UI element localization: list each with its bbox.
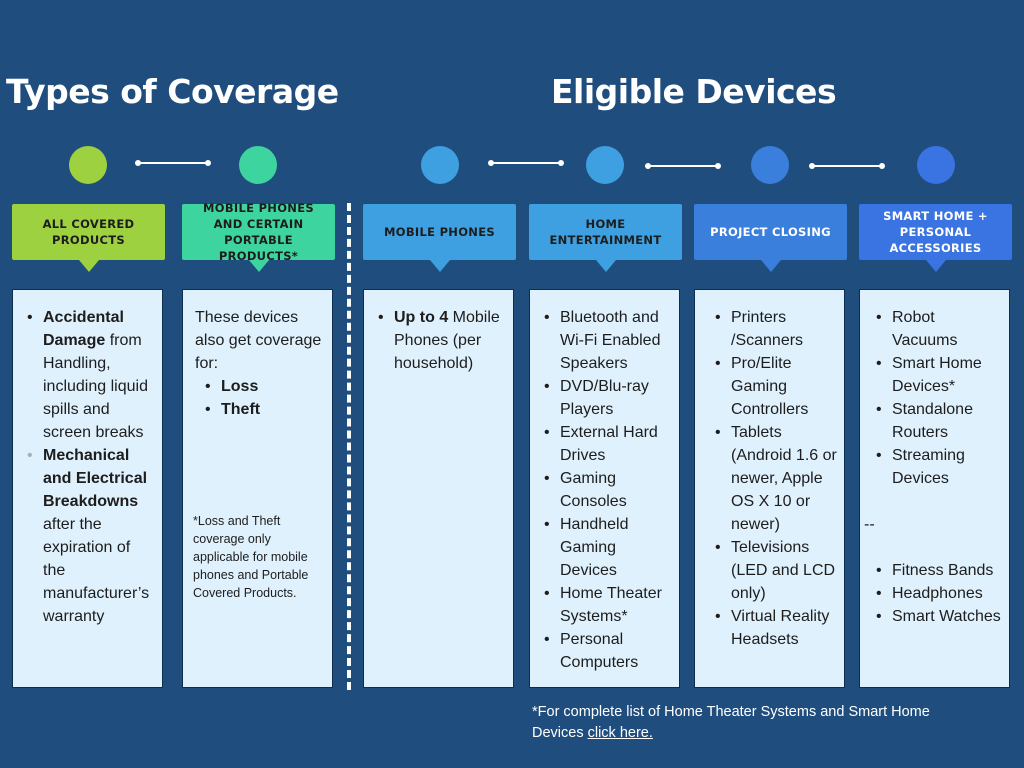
box-home-entertainment: Bluetooth and Wi-Fi Enabled Speakers DVD… — [529, 289, 680, 688]
list-item: External Hard Drives — [542, 421, 673, 467]
timeline-dot-all-covered — [69, 146, 107, 184]
list-item: Mechanical and Electrical Breakdowns aft… — [25, 444, 156, 628]
list-item: Bluetooth and Wi-Fi Enabled Speakers — [542, 306, 673, 375]
list-item: Fitness Bands — [874, 559, 1003, 582]
list-item: Headphones — [874, 582, 1003, 605]
list-item: Televisions (LED and LCD only) — [713, 536, 840, 605]
list-item: Virtual Reality Headsets — [713, 605, 840, 651]
header-mobile-phones: MOBILE PHONES — [363, 204, 516, 272]
header-project-closing: PROJECT CLOSING — [694, 204, 847, 272]
timeline-connector — [809, 163, 885, 169]
list-separator: -- — [864, 516, 875, 533]
section-divider — [347, 203, 351, 690]
list-item: Home Theater Systems* — [542, 582, 673, 628]
box-mobile-portable: These devices also get coverage for: Los… — [182, 289, 333, 688]
list-item: DVD/Blu-ray Players — [542, 375, 673, 421]
timeline-connector — [645, 163, 721, 169]
list-item: Tablets (Android 1.6 or newer, Apple OS … — [713, 421, 840, 536]
header-home-entertainment: HOME ENTERTAINMENT — [529, 204, 682, 272]
timeline-dot-smart-home — [917, 146, 955, 184]
timeline-dot-mobile — [421, 146, 459, 184]
box-smart-home: Robot Vacuums Smart Home Devices* Standa… — [859, 289, 1010, 688]
coverage-title: Types of Coverage — [6, 72, 339, 111]
box-mobile-phones: Up to 4 Mobile Phones (per household) — [363, 289, 514, 688]
list-item: Printers /Scanners — [713, 306, 840, 352]
list-item: Loss — [203, 375, 326, 398]
header-mobile-portable: MOBILE PHONES AND CERTAIN PORTABLE PRODU… — [182, 201, 335, 272]
timeline-connector — [488, 160, 564, 166]
timeline-dot-project-closing — [751, 146, 789, 184]
box-project-closing: Printers /Scanners Pro/Elite Gaming Cont… — [694, 289, 845, 688]
list-item: Robot Vacuums — [874, 306, 1003, 352]
footer-note: *For complete list of Home Theater Syste… — [532, 704, 930, 741]
list-item: Smart Home Devices* — [874, 352, 1003, 398]
timeline-connector — [135, 160, 211, 166]
list-item: Smart Watches — [874, 605, 1003, 628]
click-here-link[interactable]: click here. — [587, 725, 653, 741]
list-item: Personal Computers — [542, 628, 673, 674]
list-item: Handheld Gaming Devices — [542, 513, 673, 582]
header-smart-home: SMART HOME + PERSONAL ACCESSORIES — [859, 204, 1012, 272]
list-item: Up to 4 Mobile Phones (per household) — [376, 306, 509, 375]
list-item: Accidental Damage from Handling, includi… — [25, 306, 156, 444]
timeline-dot-home-entertainment — [586, 146, 624, 184]
list-item: Streaming Devices — [874, 444, 1003, 490]
loss-theft-note: *Loss and Theft coverage only applicable… — [193, 514, 309, 600]
box-all-covered-products: Accidental Damage from Handling, includi… — [12, 289, 163, 688]
list-item: Gaming Consoles — [542, 467, 673, 513]
timeline-dot-portable — [239, 146, 277, 184]
list-item: Theft — [203, 398, 326, 421]
devices-title: Eligible Devices — [551, 72, 837, 111]
header-all-covered-products: ALL COVERED PRODUCTS — [12, 204, 165, 272]
list-item: Pro/Elite Gaming Controllers — [713, 352, 840, 421]
coverage-intro: These devices also get coverage for: — [195, 309, 322, 372]
list-item: Standalone Routers — [874, 398, 1003, 444]
